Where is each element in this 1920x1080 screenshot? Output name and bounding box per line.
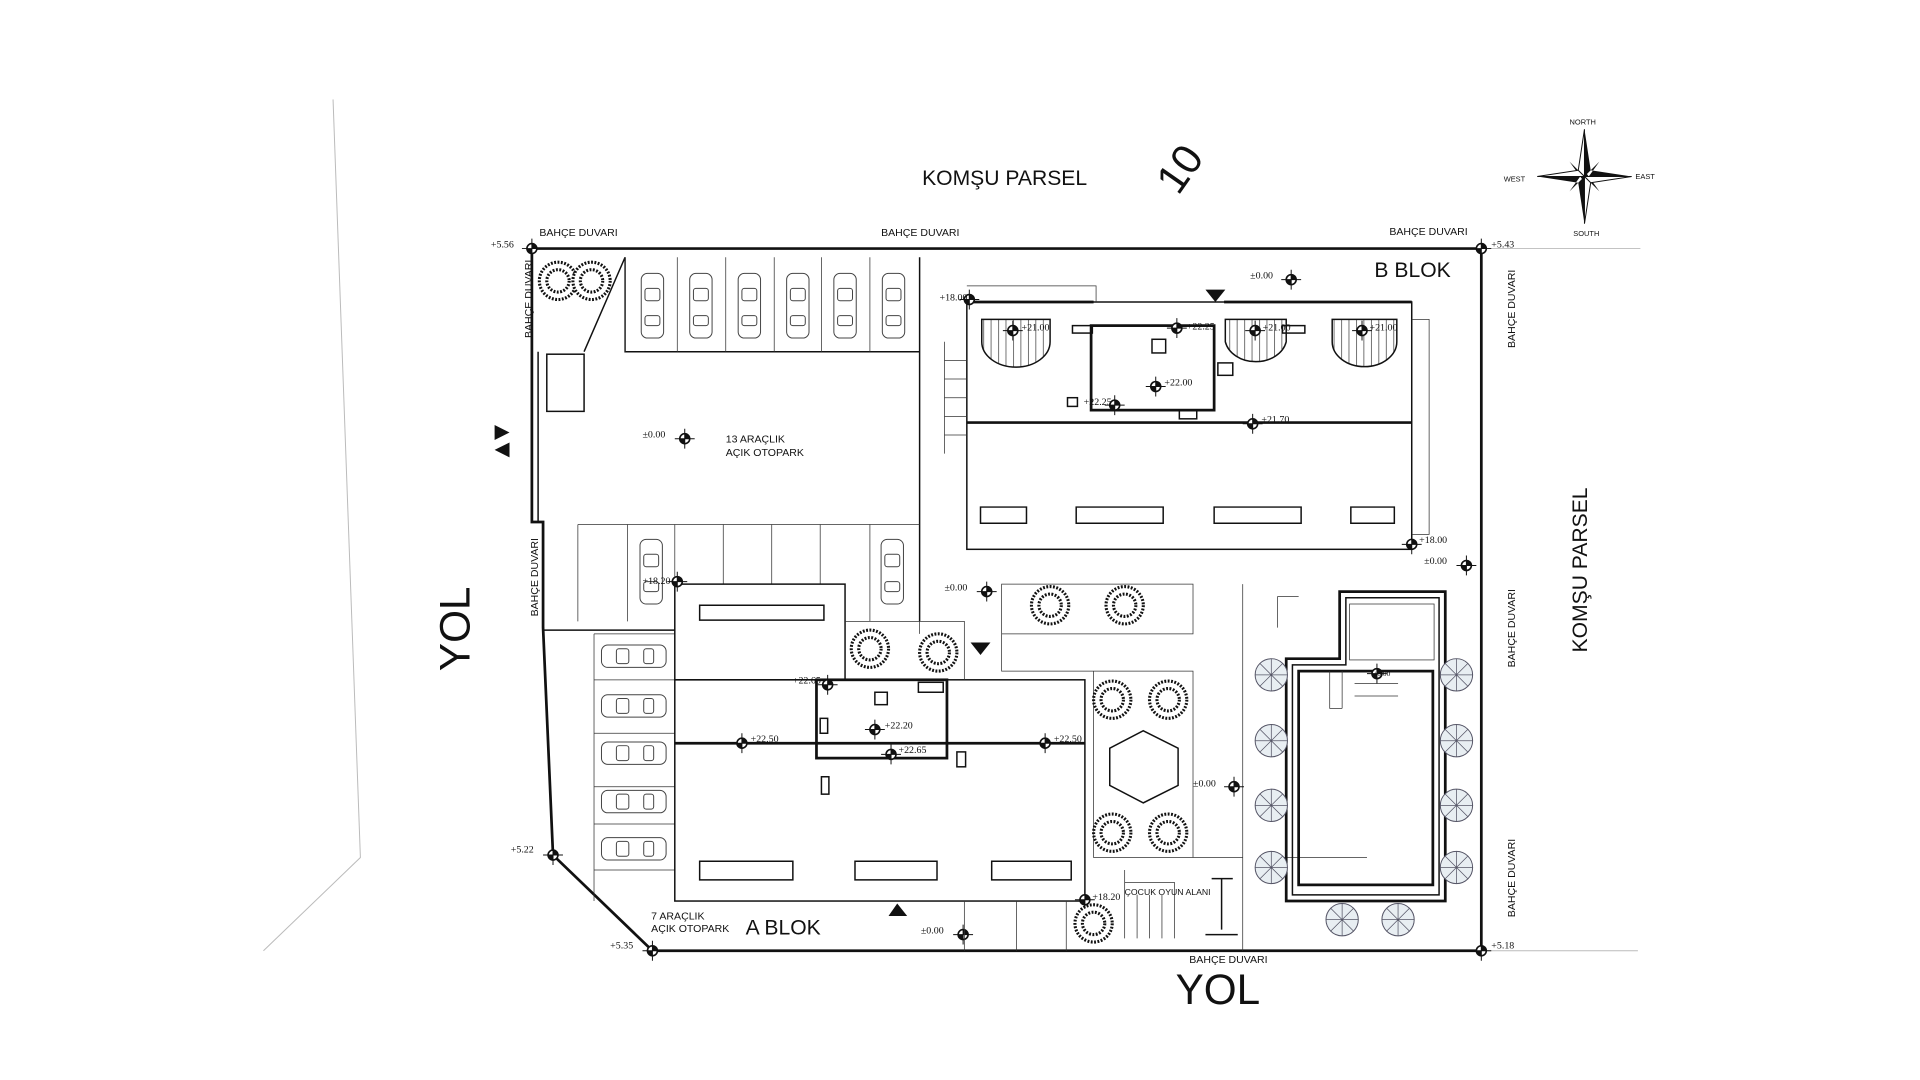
level-label: ±0.00 bbox=[1193, 779, 1216, 790]
svg-text:±0.00: ±0.00 bbox=[1250, 270, 1273, 281]
south-road-label: YOL bbox=[1176, 966, 1261, 1013]
garden-area bbox=[845, 583, 1244, 951]
svg-text:+18.20: +18.20 bbox=[1092, 892, 1120, 903]
playground: ÇOCUK OYUN ALANI bbox=[1124, 869, 1238, 939]
level-label: ±0.00 bbox=[1373, 669, 1390, 678]
svg-text:NORTH: NORTH bbox=[1570, 117, 1596, 126]
parking-7-row bbox=[593, 633, 675, 902]
svg-text:+21.00: +21.00 bbox=[1369, 323, 1397, 334]
svg-text:+22.65: +22.65 bbox=[898, 745, 926, 756]
svg-text:SOUTH: SOUTH bbox=[1573, 229, 1599, 238]
a-block-roof bbox=[674, 583, 1086, 902]
a-block-side-arrow-icon bbox=[970, 642, 991, 655]
svg-text:+5.18: +5.18 bbox=[1491, 940, 1514, 951]
garden-wall-labels: BAHÇE DUVARI BAHÇE DUVARI BAHÇE DUVARI B… bbox=[523, 226, 1518, 966]
svg-text:BAHÇE DUVARI: BAHÇE DUVARI bbox=[529, 538, 541, 616]
guard-booth bbox=[546, 353, 585, 413]
svg-text:+22.65: +22.65 bbox=[793, 676, 821, 687]
svg-text:+22.20: +22.20 bbox=[885, 720, 913, 731]
parcel-number: 10 bbox=[1147, 136, 1212, 201]
a-block-levels: +18.20 +22.50 +22.65 +22.20 +22.65 +22.5… bbox=[642, 570, 1120, 946]
west-road-label: YOL bbox=[432, 587, 479, 672]
a-block-label: A BLOK bbox=[746, 917, 821, 940]
svg-text:BAHÇE DUVARI: BAHÇE DUVARI bbox=[1506, 270, 1518, 348]
parking-7-sublabel: AÇIK OTOPARK bbox=[651, 923, 729, 935]
b-block-levels: ±0.00 +18.00 +21.00 +21.00 +21.00 +22.25… bbox=[939, 268, 1478, 577]
svg-text:BAHÇE DUVARI: BAHÇE DUVARI bbox=[1189, 954, 1267, 966]
entrance-arrows-icon bbox=[494, 425, 510, 458]
svg-text:±0.00: ±0.00 bbox=[944, 582, 967, 593]
svg-text:±0.00: ±0.00 bbox=[921, 925, 944, 936]
svg-text:+22.50: +22.50 bbox=[751, 734, 779, 745]
svg-text:+5.56: +5.56 bbox=[491, 239, 514, 250]
svg-text:+5.22: +5.22 bbox=[511, 845, 534, 856]
svg-text:+22.00: +22.00 bbox=[1164, 377, 1192, 388]
svg-text:BAHÇE DUVARI: BAHÇE DUVARI bbox=[1506, 589, 1518, 667]
svg-text:+18.00: +18.00 bbox=[1419, 535, 1447, 546]
svg-text:+22.25: +22.25 bbox=[1084, 397, 1112, 408]
svg-text:+5.35: +5.35 bbox=[610, 940, 633, 951]
pool-area bbox=[1254, 590, 1474, 937]
svg-text:+21.00: +21.00 bbox=[1022, 323, 1050, 334]
svg-text:+22.50: +22.50 bbox=[1054, 734, 1082, 745]
svg-text:BAHÇE DUVARI: BAHÇE DUVARI bbox=[1506, 839, 1518, 917]
a-block-entrance-arrow-icon bbox=[888, 903, 908, 916]
parking-middle-row bbox=[577, 524, 920, 622]
svg-text:+18.00: +18.00 bbox=[939, 293, 967, 304]
level-label: ±0.00 bbox=[642, 429, 665, 440]
svg-text:+21.70: +21.70 bbox=[1261, 415, 1289, 426]
parking-13-sublabel: AÇIK OTOPARK bbox=[726, 447, 804, 459]
svg-text:+5.43: +5.43 bbox=[1491, 239, 1514, 250]
svg-text:±0.00: ±0.00 bbox=[1424, 556, 1447, 567]
east-parcel-label: KOMŞU PARSEL bbox=[1569, 487, 1592, 652]
b-block-label: B BLOK bbox=[1374, 259, 1450, 282]
corner-levels: +5.56 +5.43 +5.22 +5.35 +5.18 bbox=[491, 237, 1514, 962]
svg-text:EAST: EAST bbox=[1635, 172, 1655, 181]
north-parcel-label: KOMŞU PARSEL bbox=[922, 167, 1087, 190]
b-block-entrance-arrow-icon bbox=[1205, 289, 1226, 303]
svg-text:BAHÇE DUVARI: BAHÇE DUVARI bbox=[881, 227, 959, 239]
svg-text:ÇOCUK OYUN ALANI: ÇOCUK OYUN ALANI bbox=[1125, 887, 1211, 897]
svg-text:WEST: WEST bbox=[1504, 174, 1526, 183]
north-arrow-compass-icon: NORTH SOUTH EAST WEST bbox=[1504, 117, 1656, 238]
svg-text:+18.20: +18.20 bbox=[642, 576, 670, 587]
parking-7-label: 7 ARAÇLIK bbox=[651, 911, 704, 923]
svg-text:BAHÇE DUVARI: BAHÇE DUVARI bbox=[1389, 226, 1467, 238]
svg-text:+21.00: +21.00 bbox=[1263, 323, 1291, 334]
parking-13-label: 13 ARAÇLIK bbox=[726, 433, 785, 445]
svg-text:BAHÇE DUVARI: BAHÇE DUVARI bbox=[523, 260, 535, 338]
b-block-roof bbox=[944, 285, 1430, 551]
parking-top-row bbox=[624, 257, 906, 352]
svg-text:BAHÇE DUVARI: BAHÇE DUVARI bbox=[539, 227, 617, 239]
svg-text:+22.25: +22.25 bbox=[1187, 321, 1215, 332]
